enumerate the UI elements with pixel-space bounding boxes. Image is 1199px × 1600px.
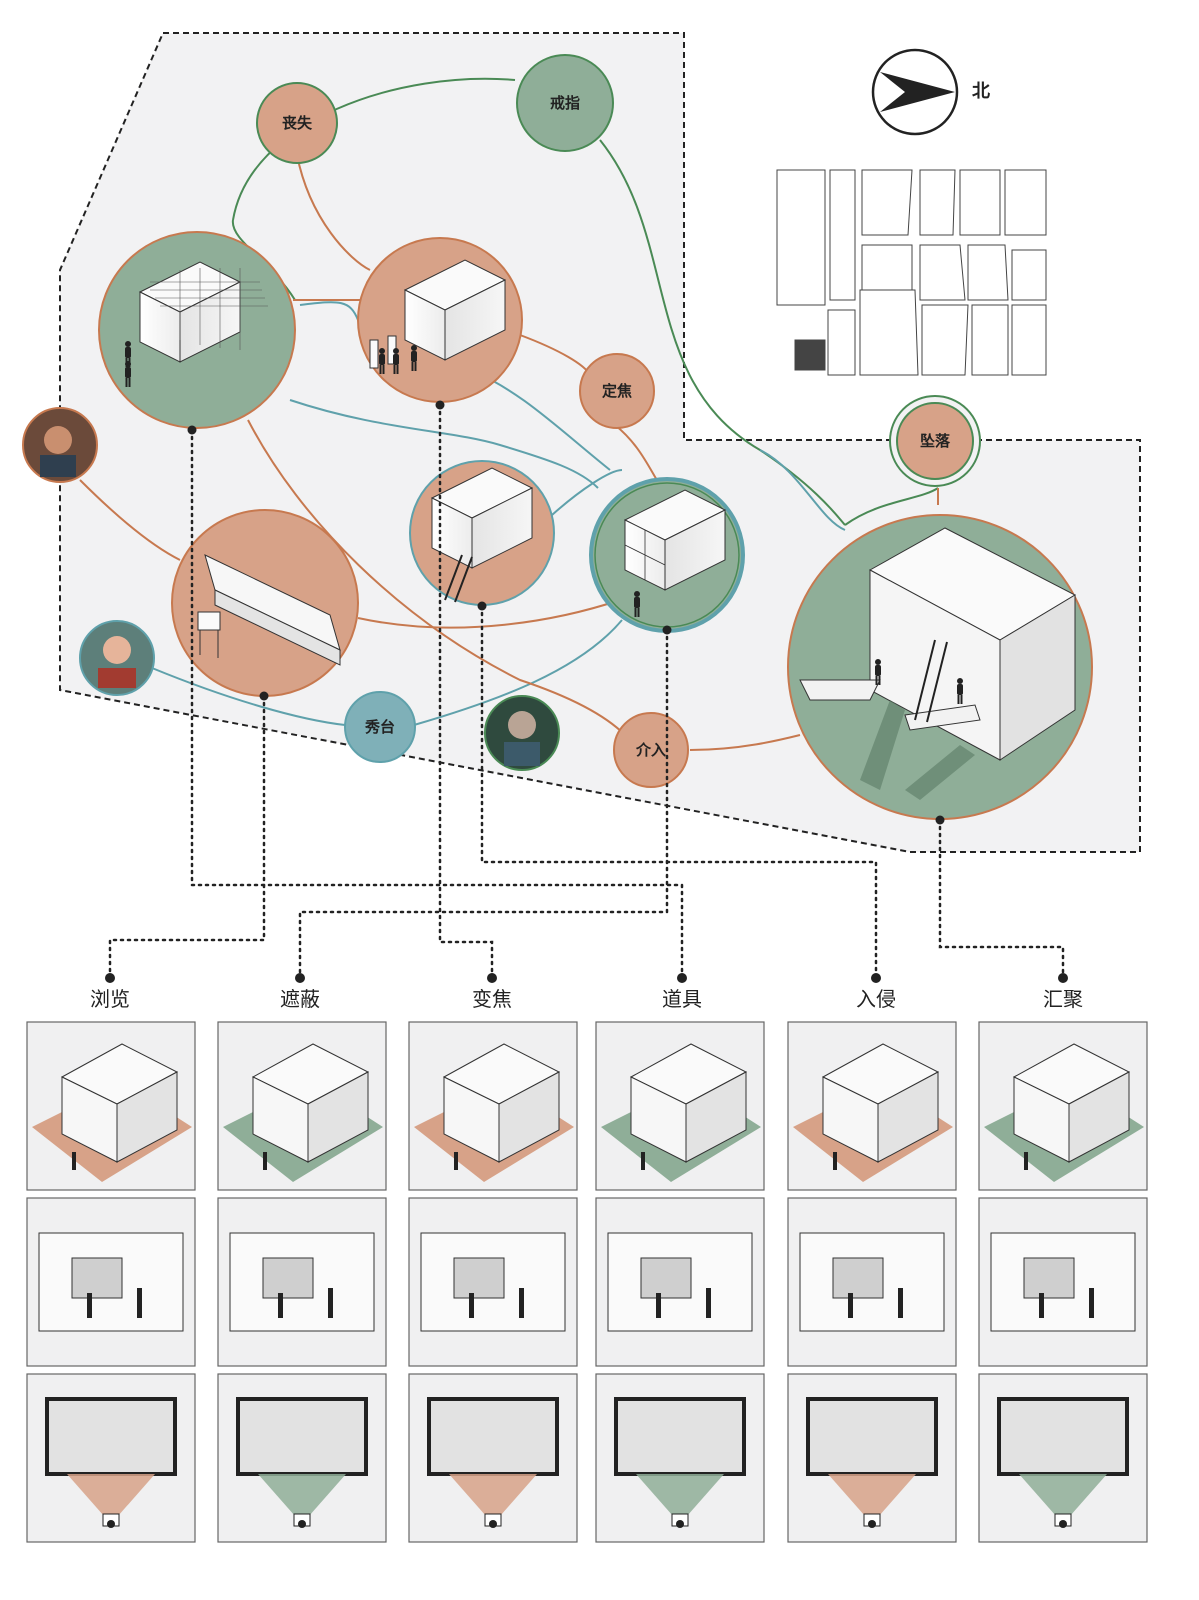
node-focus-label: 定焦 bbox=[602, 382, 632, 400]
drawing-panel[interactable] bbox=[408, 1197, 578, 1367]
node-loss-label: 丧失 bbox=[282, 114, 313, 132]
column-label: 汇聚 bbox=[1043, 987, 1083, 1011]
column-label: 遮蔽 bbox=[280, 987, 320, 1011]
node-converge[interactable] bbox=[787, 514, 1093, 825]
orange-connections bbox=[79, 154, 939, 751]
portrait-man-1[interactable] bbox=[22, 407, 98, 483]
node-show-label: 秀台 bbox=[364, 718, 395, 736]
column-label: 道具 bbox=[662, 987, 702, 1011]
drawing-panel[interactable] bbox=[978, 1373, 1148, 1543]
drawing-panel[interactable] bbox=[787, 1197, 957, 1367]
column-label: 入侵 bbox=[856, 987, 896, 1011]
column-label: 变焦 bbox=[472, 987, 512, 1011]
drawing-panel[interactable] bbox=[26, 1021, 196, 1191]
node-fall-label: 坠落 bbox=[920, 432, 951, 450]
drawing-panel[interactable] bbox=[217, 1021, 387, 1191]
portrait-woman[interactable] bbox=[79, 620, 155, 696]
drawing-panel[interactable] bbox=[408, 1021, 578, 1191]
drawing-panel[interactable] bbox=[26, 1197, 196, 1367]
node-show[interactable]: 秀台 bbox=[344, 691, 416, 763]
drawing-panel[interactable] bbox=[408, 1373, 578, 1543]
north-label: 北 bbox=[972, 81, 990, 102]
drawing-panel[interactable] bbox=[595, 1197, 765, 1367]
node-intervene[interactable]: 介入 bbox=[613, 712, 689, 788]
drawing-panel[interactable] bbox=[217, 1373, 387, 1543]
column-labels: 浏览 遮蔽 变焦 道具 入侵 汇聚 bbox=[90, 987, 1083, 1011]
drawing-panel[interactable] bbox=[217, 1197, 387, 1367]
portrait-man-2[interactable] bbox=[484, 695, 560, 771]
panel-grid bbox=[26, 1021, 1148, 1543]
node-loss[interactable]: 丧失 bbox=[256, 82, 338, 164]
drawing-panel[interactable] bbox=[595, 1021, 765, 1191]
node-intervene-label: 介入 bbox=[635, 741, 666, 759]
drawing-panel[interactable] bbox=[978, 1021, 1148, 1191]
drawing-panel[interactable] bbox=[787, 1373, 957, 1543]
north-arrow-icon bbox=[871, 48, 959, 136]
node-ring[interactable]: 戒指 bbox=[516, 54, 614, 152]
node-focus[interactable]: 定焦 bbox=[579, 353, 655, 429]
node-grid-box[interactable] bbox=[98, 231, 296, 435]
leader-end-dots bbox=[105, 973, 1068, 983]
node-shelter[interactable] bbox=[589, 477, 745, 635]
drawing-panel[interactable] bbox=[787, 1021, 957, 1191]
node-ring-label: 戒指 bbox=[550, 94, 580, 112]
drawing-panel[interactable] bbox=[595, 1373, 765, 1543]
node-browse[interactable] bbox=[171, 509, 359, 701]
dotted-leaders bbox=[108, 403, 1065, 980]
drawing-panel[interactable] bbox=[978, 1197, 1148, 1367]
column-label: 浏览 bbox=[90, 987, 130, 1011]
drawing-panel[interactable] bbox=[26, 1373, 196, 1543]
node-zoom[interactable] bbox=[357, 237, 523, 410]
node-fall[interactable]: 坠落 bbox=[889, 395, 981, 487]
site-key-plan bbox=[776, 169, 1047, 376]
